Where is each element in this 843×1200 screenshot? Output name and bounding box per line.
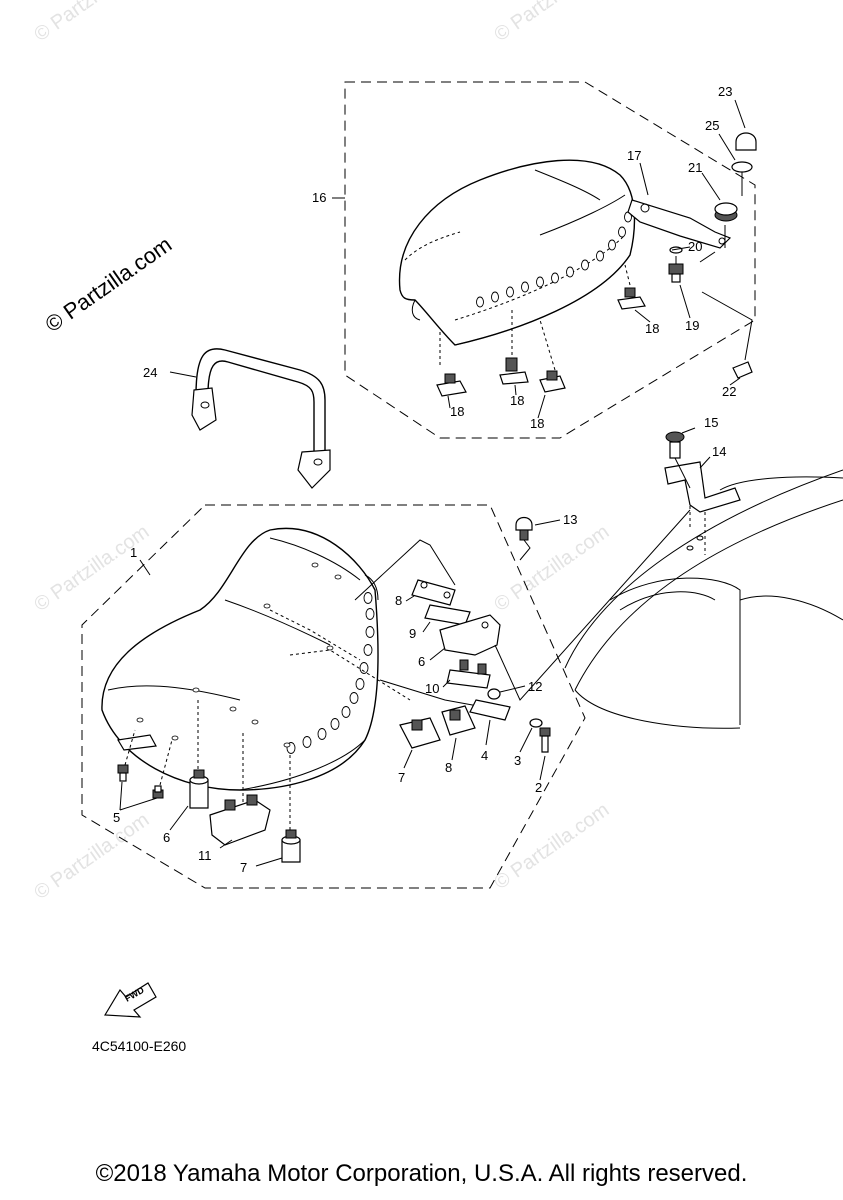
- callout: 6: [418, 654, 425, 669]
- callout: 7: [240, 860, 247, 875]
- callout: 9: [409, 626, 416, 641]
- callout: 11: [198, 848, 212, 863]
- callout: 5: [113, 810, 120, 825]
- callout: 23: [718, 84, 732, 99]
- svg-text:© Partzilla.com: © Partzilla.com: [490, 521, 613, 616]
- callout: 7: [398, 770, 405, 785]
- callout: 4: [481, 748, 488, 763]
- partzilla-watermark: © Partzilla.com: [41, 232, 177, 338]
- svg-text:© Partzilla.com: © Partzilla.com: [30, 521, 153, 616]
- passenger-seat-hardware: [436, 132, 757, 397]
- rider-seat: [101, 527, 379, 791]
- callout: 15: [704, 415, 718, 430]
- callout: 14: [712, 444, 726, 459]
- diagram-code: 4C54100-E260: [92, 1038, 187, 1054]
- callout-labels: 23 25 21 17 16 20 19 18 18 18 18 22 24 1…: [113, 84, 736, 875]
- callout: 16: [312, 190, 326, 205]
- callout: 8: [395, 593, 402, 608]
- callout: 18: [645, 321, 659, 336]
- callout: 18: [510, 393, 524, 408]
- callout: 1: [130, 545, 137, 560]
- callout: 6: [163, 830, 170, 845]
- rear-fender: [494, 431, 843, 729]
- callout: 17: [627, 148, 641, 163]
- passenger-seat-group-boundary: [344, 81, 756, 439]
- rider-seat-group-boundary: [81, 504, 586, 889]
- callout: 22: [722, 384, 736, 399]
- callout: 24: [143, 365, 157, 380]
- svg-text:© Partzilla.com: © Partzilla.com: [30, 0, 153, 46]
- callout: 18: [530, 416, 544, 431]
- rider-seat-hardware: [117, 516, 551, 863]
- callout: 20: [688, 239, 702, 254]
- svg-text:© Partzilla.com: © Partzilla.com: [490, 0, 613, 46]
- passenger-seat: [398, 159, 636, 346]
- callout: 10: [425, 681, 439, 696]
- bracket: [627, 199, 732, 249]
- callout: 3: [514, 753, 521, 768]
- copyright-notice: ©2018 Yamaha Motor Corporation, U.S.A. A…: [95, 1160, 748, 1187]
- callout: 18: [450, 404, 464, 419]
- callout: 25: [705, 118, 719, 133]
- callout: 13: [563, 512, 577, 527]
- grab-bar: [191, 348, 331, 489]
- svg-text:© Partzilla.com: © Partzilla.com: [30, 809, 153, 904]
- leader-lines: [119, 99, 746, 867]
- forward-arrow-icon: FWD: [103, 982, 157, 1018]
- callout: 21: [688, 160, 702, 175]
- callout: 12: [528, 679, 542, 694]
- callout: 8: [445, 760, 452, 775]
- callout: 2: [535, 780, 542, 795]
- callout: 19: [685, 318, 699, 333]
- svg-text:© Partzilla.com: © Partzilla.com: [490, 799, 613, 894]
